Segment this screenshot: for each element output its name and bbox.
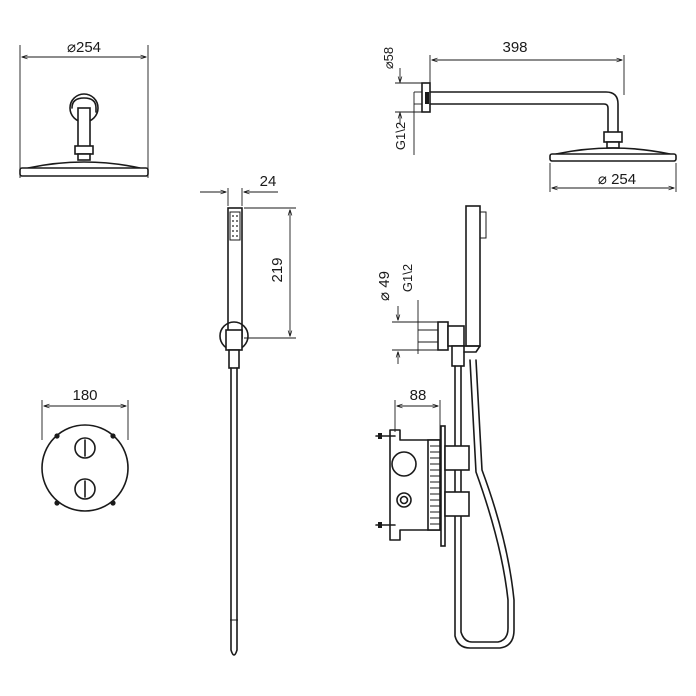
hand-shower-view: 24 219 [200,173,296,656]
outlet-diameter-label: ⌀ 49 [376,271,393,301]
thermostat-plate-view: 180 [41,387,129,512]
concealed-valve-body: 88 [375,387,470,547]
outlet-thread-label: G1\2 [400,264,415,292]
hand-shower-width-label: 24 [260,173,277,190]
overhead-shower-front-view: ⌀254 [19,39,149,178]
thread-label: G1\2 [393,122,408,150]
side-head-diameter-label: ⌀ 254 [598,171,636,188]
overhead-shower-side-view: 398 ⌀58 G1\2 ⌀ 254 [381,39,677,192]
hand-shower-length-label: 219 [269,257,286,282]
head-diameter-label: ⌀254 [67,39,101,56]
valve-depth-label: 88 [410,387,427,404]
wall-outlet-side-view: ⌀ 49 G1\2 [376,205,515,649]
flange-diameter-label: ⌀58 [381,47,396,69]
plate-diameter-label: 180 [72,387,97,404]
arm-length-label: 398 [502,39,527,56]
